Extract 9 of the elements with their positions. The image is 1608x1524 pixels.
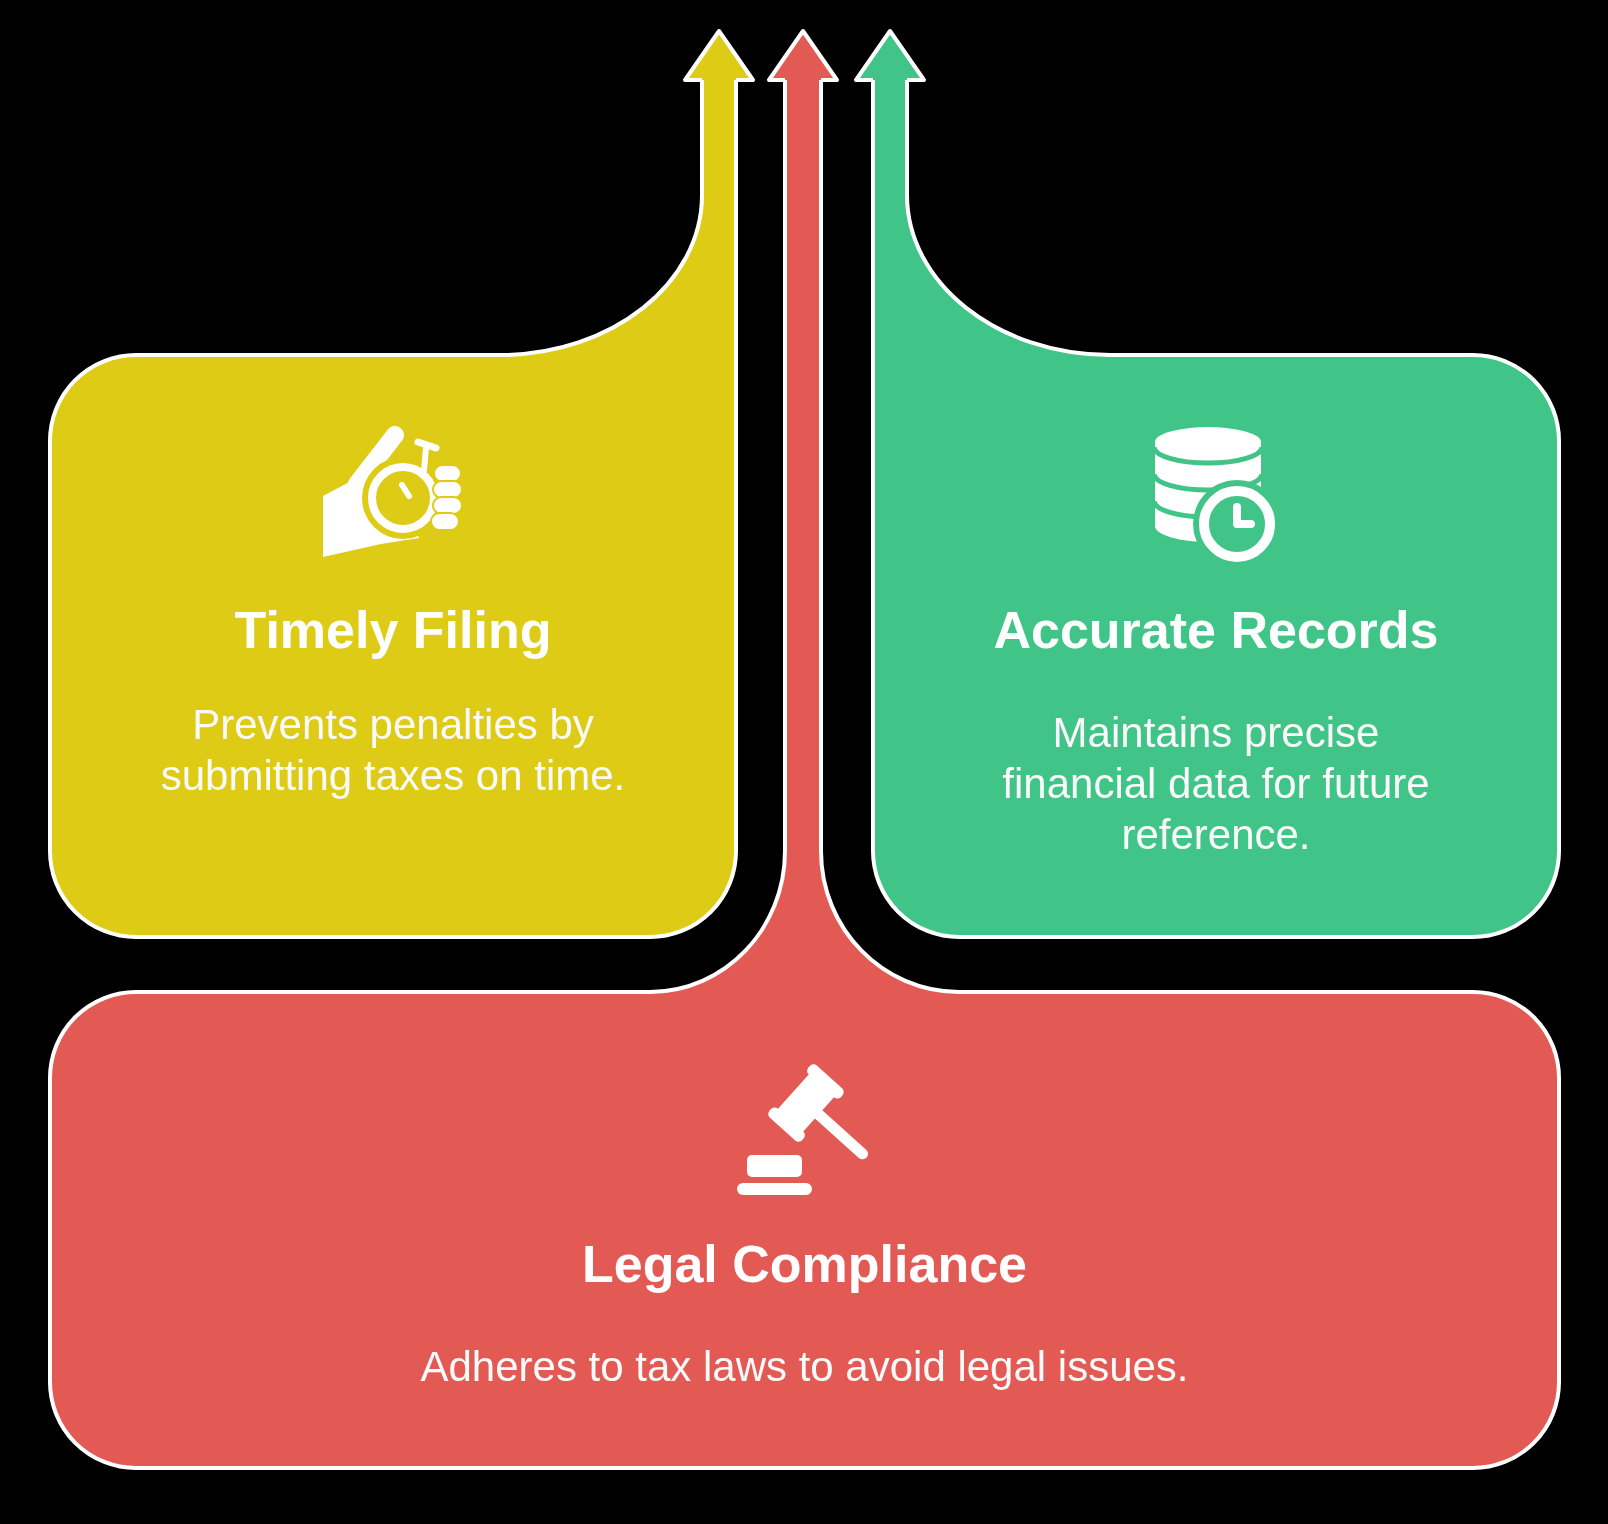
panel-title: Legal Compliance	[582, 1234, 1027, 1294]
panel-description: Prevents penalties by submitting taxes on time.	[159, 700, 627, 801]
info-panel	[48, 990, 1561, 1470]
panel-description: Maintains precise financial data for future reference.	[1001, 708, 1431, 860]
panel-title: Timely Filing	[234, 600, 552, 660]
info-panel	[48, 353, 738, 939]
panel-title: Accurate Records	[993, 600, 1439, 660]
info-panel	[871, 353, 1561, 939]
panel-description: Adheres to tax laws to avoid legal issues.	[419, 1342, 1190, 1392]
